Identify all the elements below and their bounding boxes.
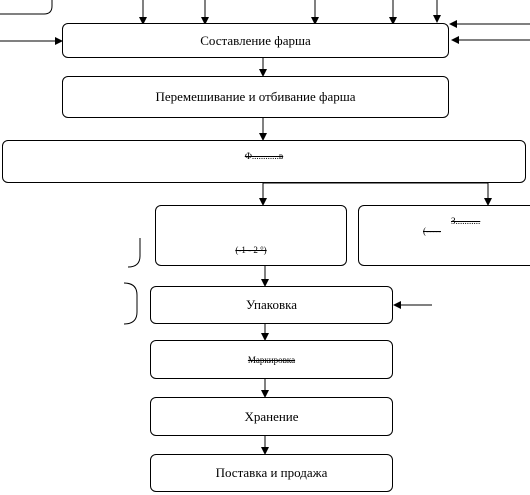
freezing-right-label: З........... [451,216,481,226]
delivery-label: Поставка и продажа [215,465,328,480]
forming-label: Ф............в [244,151,284,161]
delivery-step: Поставка и продажа [150,454,393,492]
labeling-step: Маркировка [150,340,393,379]
partial-left-box-1 [127,238,141,268]
freezing-left-step: (-1 - 2 °) [155,205,347,266]
mixing-label: Перемешивание и отбивание фарша [155,89,356,104]
packing-step: Упаковка [150,286,393,324]
partial-left-box-2 [123,282,138,325]
storage-step: Хранение [150,397,393,436]
composition-step: Составление фарша [62,23,449,58]
partial-input-box [0,0,53,15]
storage-label: Хранение [244,408,299,424]
freezing-right-sublabel: (----- [423,226,441,236]
mixing-step: Перемешивание и отбивание фарша [62,76,449,118]
labeling-label: Маркировка [247,354,296,365]
freezing-right-step: З........... (----- [358,205,530,266]
packing-label: Упаковка [246,297,297,312]
forming-step: Ф............в [2,140,526,183]
freezing-left-label: (-1 - 2 °) [235,245,267,255]
composition-label: Составление фарша [200,32,311,48]
